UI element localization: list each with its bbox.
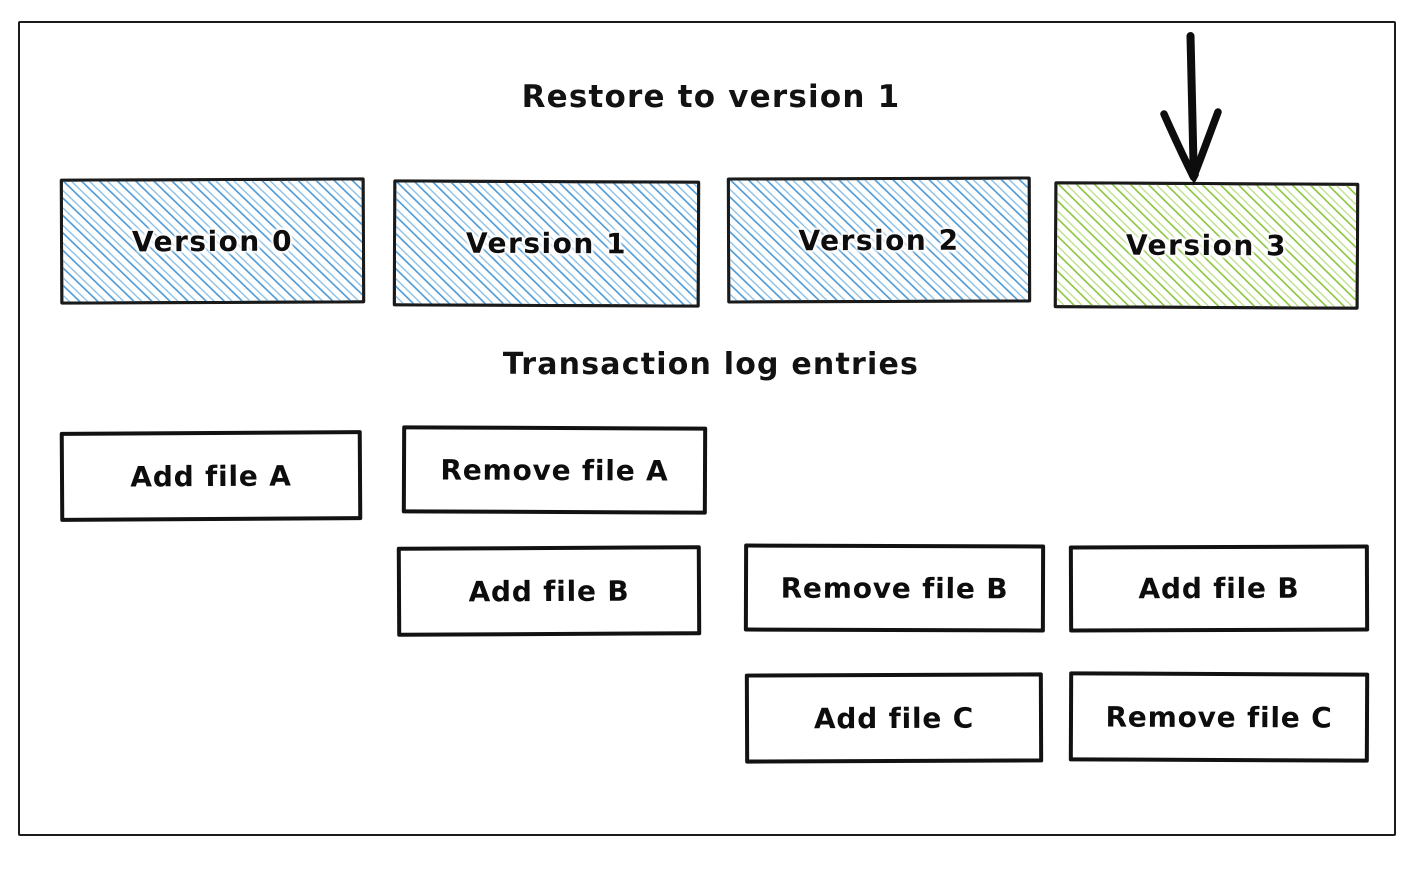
log-entry-box[interactable]: Add file A (59, 430, 363, 522)
blue-hatch-pattern-2 (729, 179, 1029, 301)
version-box-2[interactable]: Version 2 (726, 176, 1032, 304)
version-box-0[interactable]: Version 0 (59, 177, 366, 305)
diagram-outer-frame (18, 21, 1396, 836)
green-hatch-pattern-3 (1056, 184, 1357, 307)
log-entry-label: Add file B (1138, 571, 1300, 606)
log-entry-box[interactable]: Remove file C (1068, 671, 1370, 763)
log-entry-box[interactable]: Add file C (744, 672, 1044, 764)
log-entry-label: Add file C (813, 701, 975, 735)
log-entry-label: Add file B (468, 574, 630, 608)
log-entry-label: Remove file C (1105, 700, 1333, 734)
blue-hatch-pattern-1 (395, 182, 698, 305)
blue-hatch-pattern-0 (62, 180, 363, 302)
log-entry-box[interactable]: Add file B (396, 545, 702, 637)
version-box-1[interactable]: Version 1 (392, 179, 701, 308)
log-entry-label: Add file A (130, 459, 292, 493)
log-entry-label: Remove file B (780, 571, 1009, 605)
version-box-3-highlighted[interactable]: Version 3 (1053, 181, 1360, 310)
restore-heading: Restore to version 1 (521, 79, 901, 115)
log-entry-box[interactable]: Remove file B (743, 543, 1046, 633)
log-entry-label: Remove file A (440, 453, 669, 487)
transaction-log-heading: Transaction log entries (502, 347, 920, 382)
down-arrow-icon (1148, 28, 1244, 188)
log-entry-box[interactable]: Remove file A (401, 425, 708, 515)
log-entry-box[interactable]: Add file B (1068, 544, 1370, 633)
